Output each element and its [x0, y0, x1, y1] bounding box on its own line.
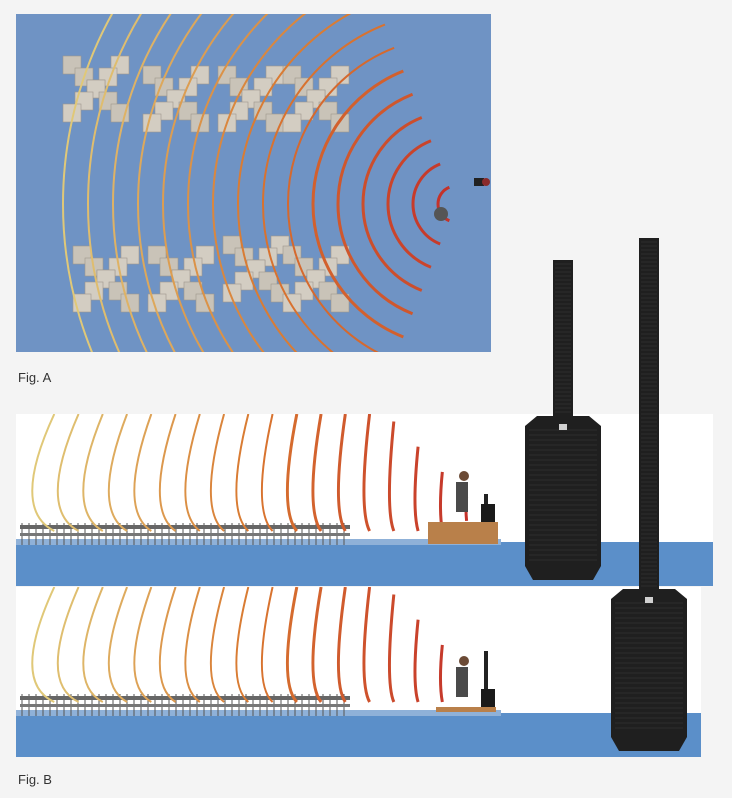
performer-figure	[456, 667, 468, 697]
performer-head	[459, 656, 469, 666]
sound-wave	[336, 92, 414, 316]
sound-wave	[311, 587, 323, 703]
table	[142, 113, 162, 133]
sound-wave	[87, 14, 143, 352]
speaker-column-top	[474, 178, 484, 186]
sound-wave	[209, 414, 226, 532]
speaker-column-small	[484, 651, 488, 707]
sound-wave	[107, 587, 128, 703]
table-cluster	[282, 245, 350, 313]
sound-wave	[336, 587, 347, 703]
sound-wave	[235, 587, 250, 703]
sound-wave	[158, 414, 177, 532]
floor-edge	[16, 539, 501, 545]
fig-b-side-view-floor-level	[16, 587, 501, 757]
sound-wave	[31, 587, 56, 703]
table-cluster	[147, 245, 215, 313]
sound-wave	[162, 14, 235, 352]
sound-wave	[235, 414, 250, 532]
sound-wave	[187, 14, 269, 352]
floor	[16, 539, 501, 586]
speaker-column-short	[553, 260, 573, 416]
sound-wave	[411, 162, 441, 246]
sound-wave	[237, 14, 352, 352]
sound-wave	[260, 587, 274, 703]
sound-wave	[56, 587, 80, 703]
sound-wave	[56, 414, 80, 532]
sound-wave	[209, 587, 226, 703]
stage-platform	[428, 522, 498, 544]
sound-wave	[62, 14, 114, 352]
sound-wave	[413, 619, 420, 703]
sound-wave	[413, 446, 420, 532]
speaker-column-short	[501, 416, 713, 586]
sound-wave	[362, 414, 372, 532]
fig-b-caption: Fig. B	[18, 772, 52, 787]
sound-wave	[387, 421, 396, 532]
sound-wave	[311, 69, 404, 339]
logo-badge	[559, 424, 567, 430]
side-view-illustration-top	[16, 414, 501, 586]
speaker-sub-small	[481, 504, 495, 522]
floorplan-illustration	[62, 14, 490, 352]
sound-wave	[82, 414, 104, 532]
table-cluster	[72, 245, 140, 313]
fig-b-side-view-raised-stage	[16, 414, 501, 586]
sound-wave	[184, 414, 201, 532]
chair-row	[20, 533, 350, 536]
table-cluster	[222, 235, 290, 303]
sound-wave	[287, 46, 395, 352]
speaker-columns-overlay	[553, 238, 659, 590]
sound-wave	[362, 587, 372, 703]
speaker-sub-small	[481, 689, 495, 707]
sound-wave	[107, 414, 128, 532]
subwoofer-cabinet	[525, 416, 601, 580]
performer-head	[482, 178, 490, 186]
table	[147, 293, 167, 313]
chair-row	[20, 696, 350, 700]
table	[330, 293, 350, 313]
sound-wave	[387, 594, 396, 703]
performer-figure	[456, 482, 468, 512]
sound-wave	[136, 14, 203, 352]
logo-badge	[645, 597, 653, 603]
sound-wave	[311, 414, 323, 532]
sound-wave	[336, 414, 347, 532]
sound-wave	[82, 587, 104, 703]
table-cluster	[62, 55, 130, 123]
sound-wave	[112, 14, 172, 352]
sound-wave	[262, 23, 386, 352]
sound-wave	[285, 587, 299, 704]
fig-a-caption: Fig. A	[18, 370, 52, 385]
table	[282, 113, 302, 133]
sound-wave	[133, 414, 153, 532]
chair-row	[20, 704, 350, 707]
sound-wave	[361, 116, 423, 292]
speaker-photo-bottom	[501, 587, 701, 757]
sound-wave	[31, 414, 56, 532]
performer-figure	[434, 207, 448, 221]
sound-wave	[438, 644, 444, 703]
sound-wave	[386, 139, 432, 269]
sound-wave	[260, 414, 274, 532]
floor	[16, 710, 501, 757]
side-view-illustration-bottom	[16, 587, 501, 757]
chair-row	[20, 525, 350, 529]
speaker-photo-top	[501, 414, 713, 586]
sound-wave	[133, 587, 153, 703]
sound-wave	[285, 414, 299, 532]
subwoofer-cabinet	[611, 589, 687, 751]
sound-wave	[158, 587, 177, 703]
floor-edge	[16, 710, 501, 716]
table-cluster	[142, 65, 210, 133]
speaker-column-tall	[501, 589, 701, 757]
stage-mat	[436, 707, 496, 712]
sound-wave	[184, 587, 201, 703]
sound-wave	[212, 14, 307, 352]
fig-a-floorplan	[16, 14, 491, 352]
performer-head	[459, 471, 469, 481]
